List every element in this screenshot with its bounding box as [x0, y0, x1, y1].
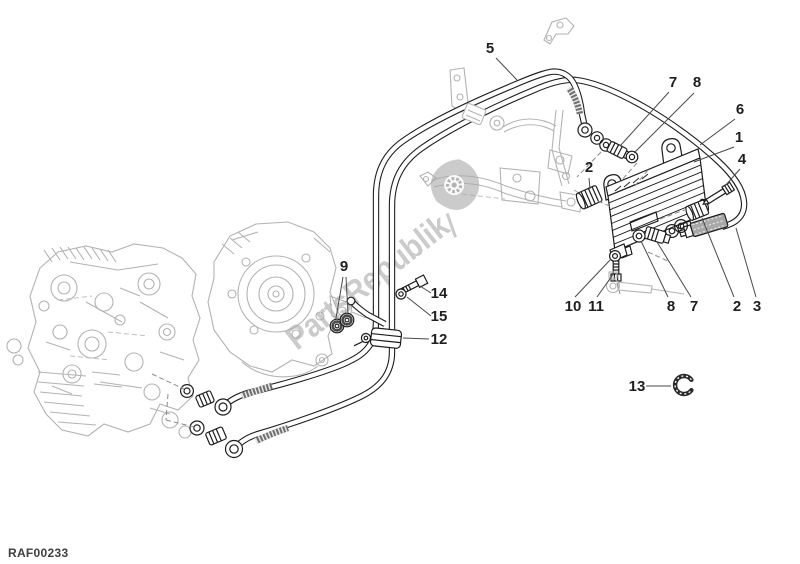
seal-ring [339, 312, 355, 328]
elbow-end [224, 439, 244, 459]
ribbed-nut-right [685, 199, 710, 221]
elbow-end [214, 398, 232, 416]
callout-9: 9 [340, 258, 348, 275]
ribbed-nut-left [575, 185, 603, 210]
hose-end-fitting [678, 212, 729, 239]
engine-left-crankcase-art [6, 243, 201, 439]
callout-leader-lines [335, 57, 757, 387]
watermark: PartsRepublik [279, 159, 480, 357]
drawing-code: RAF00233 [8, 546, 68, 560]
callout-10: 10 [565, 298, 582, 315]
callout-7-top: 7 [669, 74, 677, 91]
hose-end-nut [577, 122, 593, 138]
rod-eye [346, 296, 356, 306]
callout-7-bottom: 7 [690, 298, 698, 315]
callout-14: 14 [431, 285, 448, 302]
callout-2-bottom: 2 [733, 298, 741, 315]
washer [189, 420, 205, 436]
callout-3: 3 [753, 298, 761, 315]
washer [180, 384, 195, 399]
watermark-flag-icon [430, 159, 480, 238]
washer [395, 288, 407, 300]
union-fitting-bottom [643, 226, 672, 244]
callout-5: 5 [486, 40, 494, 57]
callout-8-top: 8 [693, 74, 701, 91]
callout-12: 12 [431, 331, 448, 348]
drain-washer [608, 250, 621, 263]
special-screw [702, 181, 736, 205]
callout-4: 4 [738, 151, 747, 168]
retaining-clip [672, 373, 694, 397]
union-fitting [205, 426, 227, 446]
callout-labels: 5 7 8 6 1 4 2 9 14 15 12 10 11 8 7 2 3 1… [340, 40, 761, 395]
oil-return-hose [231, 76, 748, 452]
engine-right-crankcase-art [207, 221, 367, 378]
callout-1: 1 [735, 129, 743, 146]
o-ring [664, 224, 679, 239]
assembly-dash-lines [151, 151, 688, 428]
frame-bracket-art [419, 17, 589, 213]
hose-guide-clamp-art [461, 102, 487, 126]
fitting-parts [180, 122, 736, 459]
callout-11: 11 [588, 298, 604, 315]
callout-15: 15 [431, 308, 448, 325]
union-fitting [195, 390, 215, 408]
callout-6: 6 [736, 101, 744, 118]
o-ring [590, 131, 604, 145]
callout-2-top: 2 [585, 159, 593, 176]
washer [632, 229, 646, 243]
oil-hoses [220, 68, 748, 452]
washer [625, 150, 639, 164]
callout-8-bottom: 8 [667, 298, 675, 315]
callout-13: 13 [629, 378, 646, 395]
hose-clamp [353, 327, 403, 349]
o-ring [673, 219, 688, 234]
